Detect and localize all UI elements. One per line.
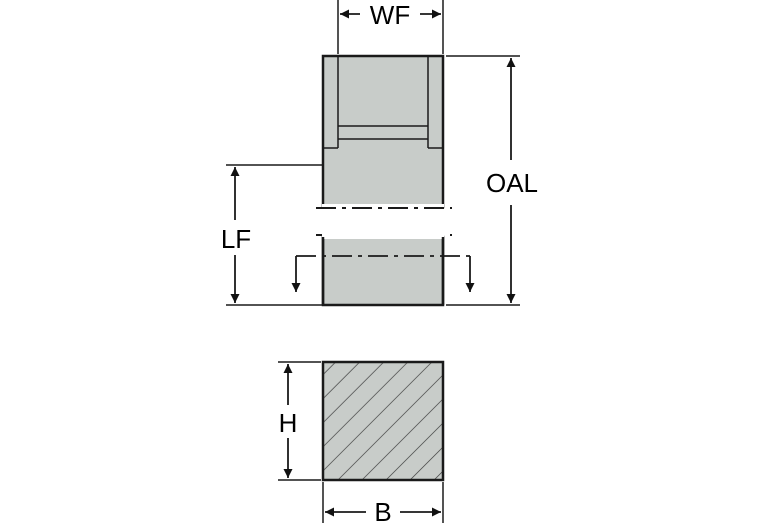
lf-label: LF <box>221 224 251 254</box>
oal-label: OAL <box>486 168 538 198</box>
side-view-lower-body <box>291 234 475 307</box>
break-lines <box>316 207 452 236</box>
wf-label: WF <box>370 0 410 30</box>
section-view-square <box>321 360 445 482</box>
wf-dimension: WF <box>337 0 444 54</box>
side-view-upper-body <box>321 54 445 210</box>
b-label: B <box>374 497 391 523</box>
h-dimension: H <box>278 361 321 481</box>
b-dimension: B <box>322 482 444 523</box>
h-label: H <box>279 408 298 438</box>
lf-dimension: LF <box>221 164 322 306</box>
oal-dimension: OAL <box>446 55 538 306</box>
